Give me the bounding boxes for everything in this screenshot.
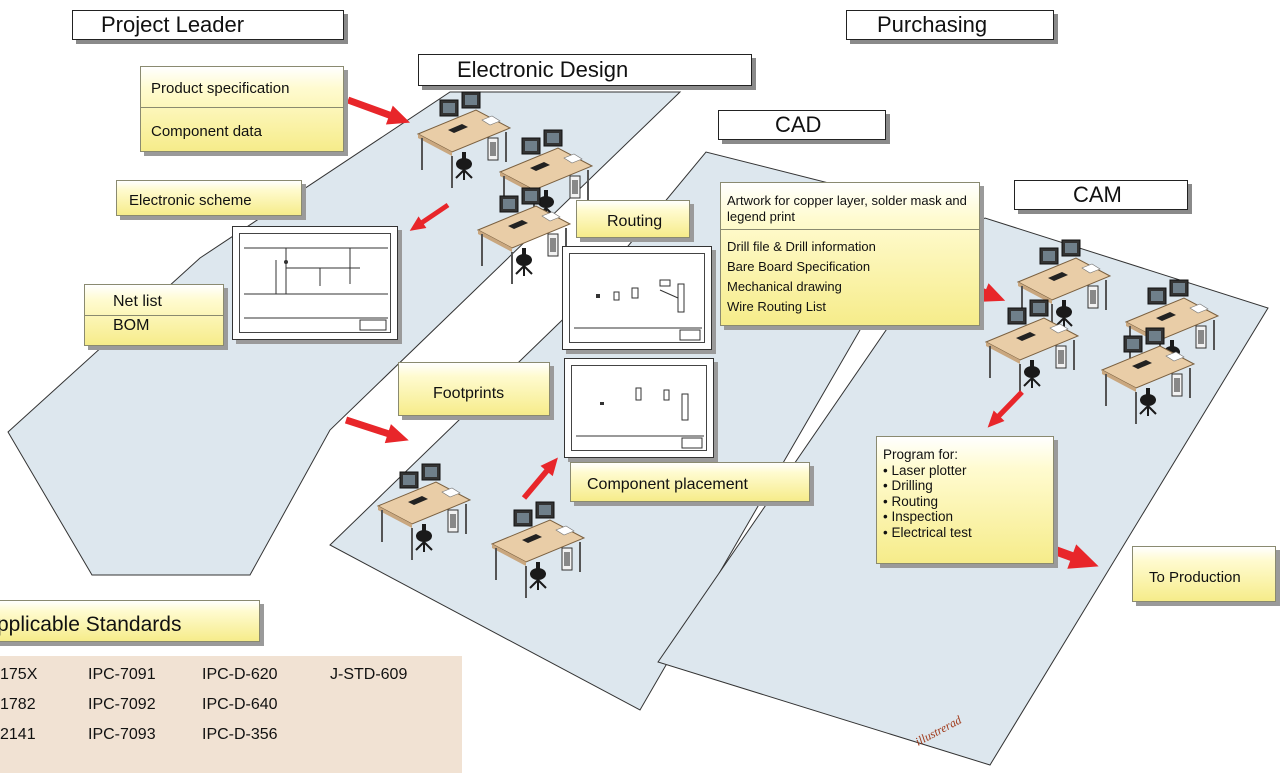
standard-code: IPC-7092 <box>88 696 156 713</box>
cad-header: CAD <box>718 110 886 140</box>
footprints-note: Footprints <box>398 362 550 416</box>
standards-row: 2141 IPC-7093 IPC-D-356 <box>0 726 462 748</box>
placement-drawing-sheet <box>564 358 714 458</box>
spec-note: Product specification Component data <box>140 66 344 152</box>
product-specification-label: Product specification <box>151 80 290 97</box>
standard-code: J-STD-609 <box>330 666 408 683</box>
program-item: • Electrical test <box>883 524 972 540</box>
purchasing-header: Purchasing <box>846 10 1054 40</box>
artwork-label: Artwork for copper layer, solder mask an… <box>727 193 967 224</box>
cam-header: CAM <box>1014 180 1188 210</box>
program-item: • Inspection <box>883 509 954 524</box>
standard-code: IPC-7091 <box>88 666 156 683</box>
component-placement-note: Component placement <box>570 462 810 502</box>
program-item: • Routing <box>883 493 939 509</box>
standards-panel: 175X IPC-7091 IPC-D-620 J-STD-609 1782 I… <box>0 656 462 773</box>
standard-code: 175X <box>0 666 38 683</box>
routing-drawing-sheet <box>562 246 712 350</box>
standard-code: IPC-7093 <box>88 726 156 743</box>
program-note: Program for: • Laser plotter • Drilling … <box>876 436 1054 564</box>
scheme-drawing-sheet <box>232 226 398 340</box>
standards-title: pplicable Standards <box>0 600 260 642</box>
standard-code: 1782 <box>0 696 36 713</box>
project-leader-header: Project Leader <box>72 10 344 40</box>
program-list: • Laser plotter • Drilling • Routing • I… <box>883 463 1053 541</box>
program-item: • Laser plotter <box>883 462 967 478</box>
standards-row: 1782 IPC-7092 IPC-D-640 <box>0 696 462 718</box>
to-production-note: To Production <box>1132 546 1276 602</box>
drill-file-label: Drill file & Drill information <box>727 239 876 254</box>
arrow-to-footprints <box>342 410 412 450</box>
cad-output-note: Artwork for copper layer, solder mask an… <box>720 182 980 326</box>
standards-row: 175X IPC-7091 IPC-D-620 J-STD-609 <box>0 666 462 688</box>
electronic-scheme-note: Electronic scheme <box>116 180 302 216</box>
net-list-label: Net list <box>113 293 162 310</box>
program-item: • Drilling <box>883 478 933 493</box>
standard-code: IPC-D-620 <box>202 666 278 683</box>
bom-label: BOM <box>113 317 150 334</box>
standard-code: IPC-D-640 <box>202 696 278 713</box>
standard-code: IPC-D-356 <box>202 726 278 743</box>
routing-note: Routing <box>576 200 690 238</box>
standard-code: 2141 <box>0 726 36 743</box>
electronic-design-header: Electronic Design <box>418 54 752 86</box>
component-data-label: Component data <box>151 123 262 140</box>
mechanical-drawing-label: Mechanical drawing <box>727 279 842 294</box>
wire-routing-label: Wire Routing List <box>727 299 826 314</box>
bare-board-label: Bare Board Specification <box>727 259 871 274</box>
netlist-bom-note: Net list BOM <box>84 284 224 346</box>
program-title: Program for: <box>883 447 959 462</box>
